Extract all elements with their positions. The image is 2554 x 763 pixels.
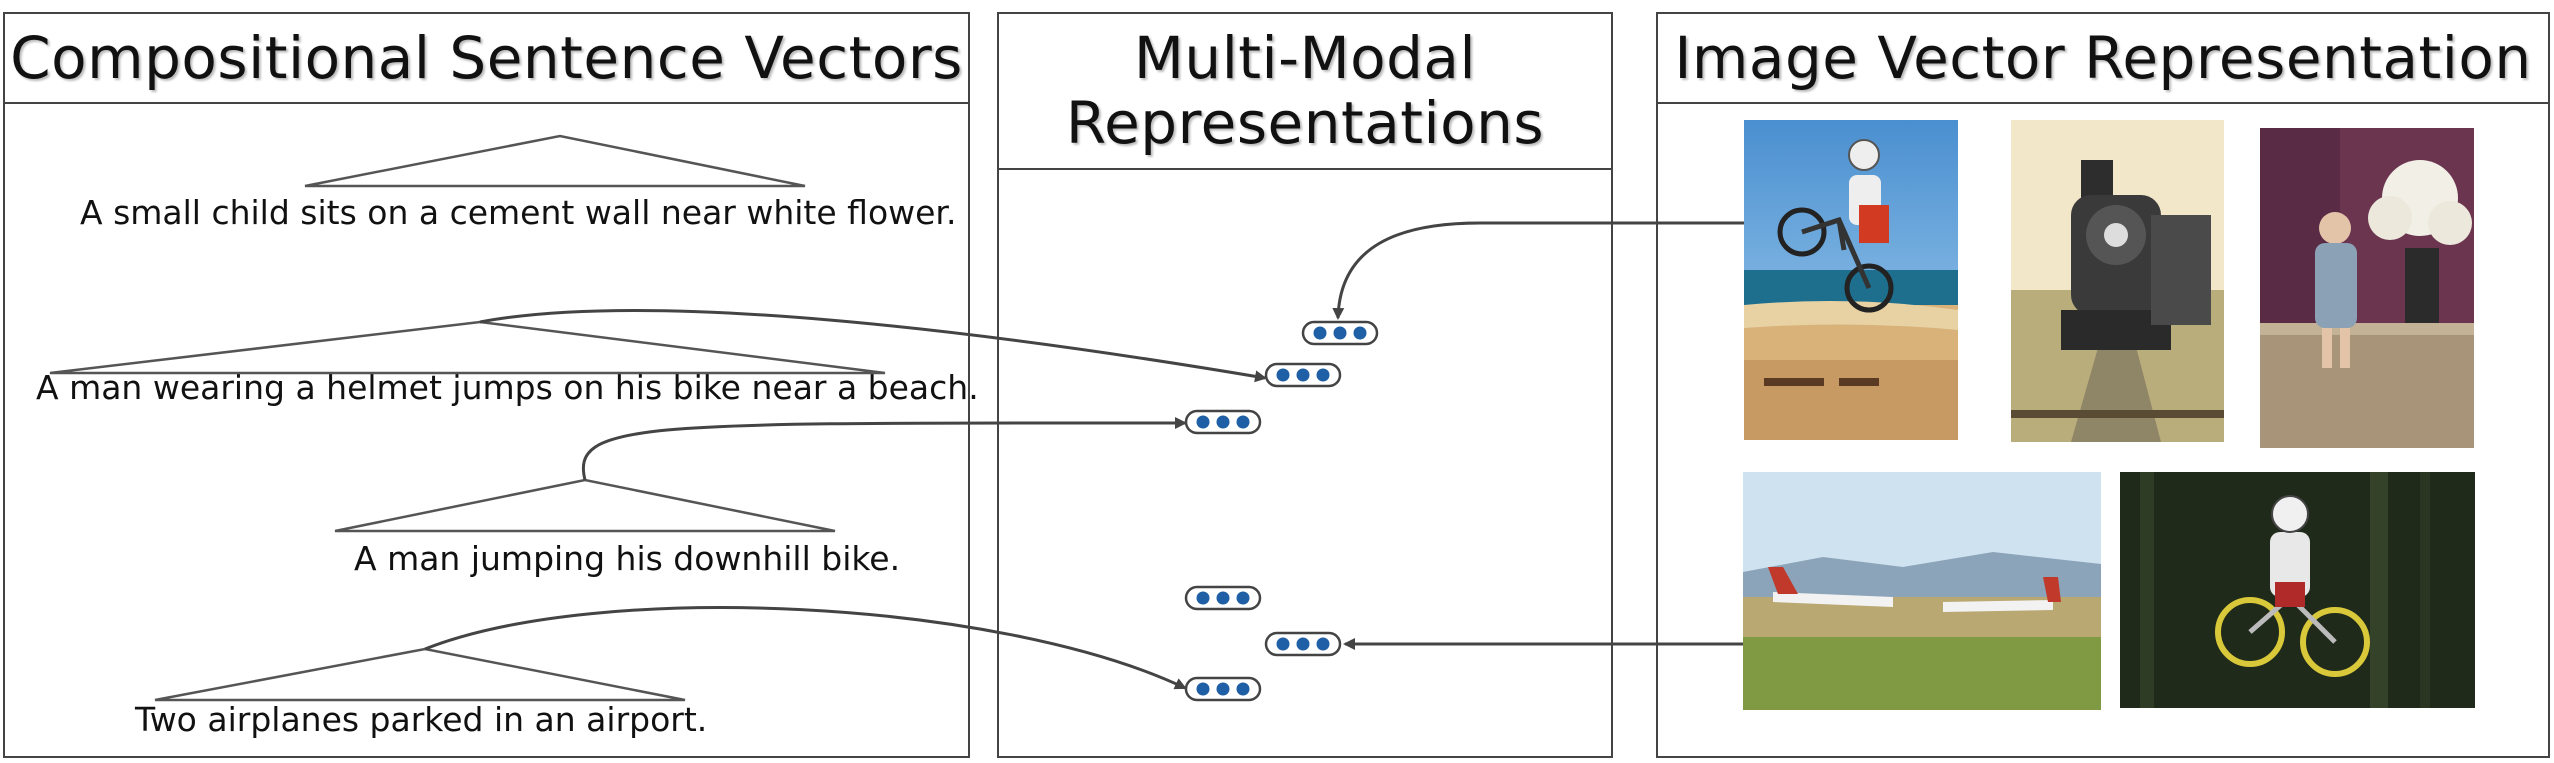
- multimodal-panel: Multi-Modal Representations: [997, 12, 1613, 758]
- multimodal-title-line2: Representations: [1065, 89, 1545, 157]
- sentence-3: A man jumping his downhill bike.: [354, 539, 901, 578]
- sentence-1: A small child sits on a cement wall near…: [80, 193, 957, 232]
- sentence-4: Two airplanes parked in an airport.: [135, 700, 708, 739]
- bike-jump-beach-photo: [1744, 120, 1958, 440]
- multimodal-title-line1: Multi-Modal: [1133, 24, 1477, 93]
- downhill-bike-forest-photo: [2120, 472, 2475, 708]
- multimodal-title: Multi-Modal Representations: [999, 14, 1611, 170]
- sentence-2: A man wearing a helmet jumps on his bike…: [36, 368, 979, 407]
- image-vectors-title: Image Vector Representation: [1658, 14, 2548, 104]
- steam-locomotive-photo: [2011, 120, 2224, 442]
- child-with-flowers-photo: [2260, 128, 2474, 448]
- airplanes-airport-photo: [1743, 472, 2101, 710]
- sentence-vectors-title: Compositional Sentence Vectors: [5, 14, 968, 104]
